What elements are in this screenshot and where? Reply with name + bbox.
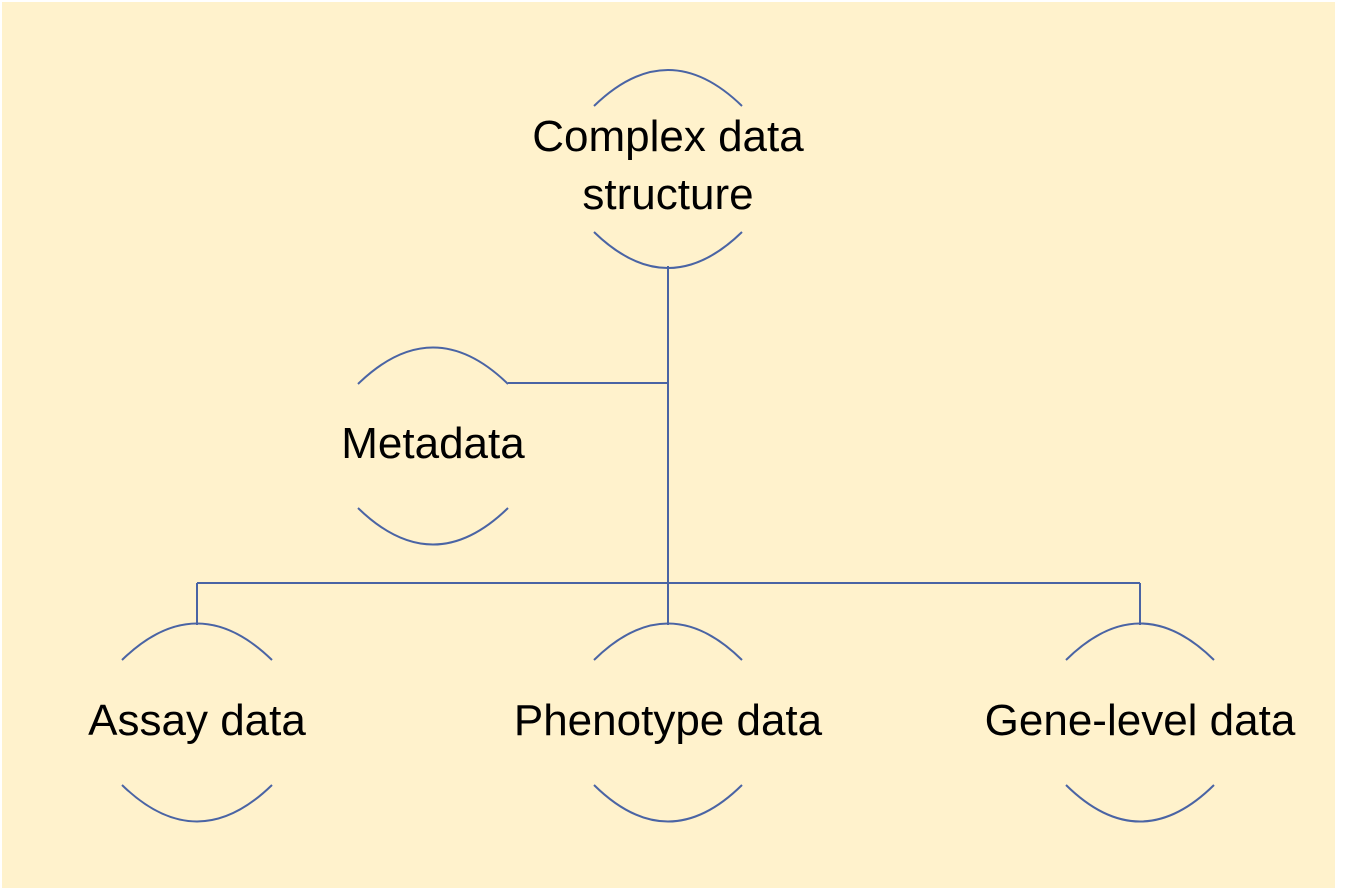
metadata-node-bottom-arc — [357, 507, 509, 546]
phenotype-node-bottom-arc — [593, 784, 743, 823]
metadata-node-label: Metadata — [341, 419, 525, 468]
root-node-label: Complex data structure — [468, 108, 868, 224]
assay-node-top-arc — [121, 622, 273, 661]
assay-node-label: Assay data — [88, 696, 306, 745]
root-node-label-line2: structure — [582, 170, 754, 219]
phenotype-node-label: Phenotype data — [513, 696, 823, 745]
phenotype-node-top-arc — [593, 622, 743, 661]
root-node-label-line1: Complex data — [532, 112, 804, 161]
metadata-node-top-arc — [357, 346, 509, 385]
gene-node-bottom-arc — [1065, 784, 1215, 823]
assay-node-bottom-arc — [121, 784, 273, 823]
root-node-top-arc — [593, 69, 743, 107]
root-node-bottom-arc — [593, 231, 743, 269]
gene-node-top-arc — [1065, 622, 1215, 661]
gene-node-label: Gene-level data — [984, 696, 1296, 745]
